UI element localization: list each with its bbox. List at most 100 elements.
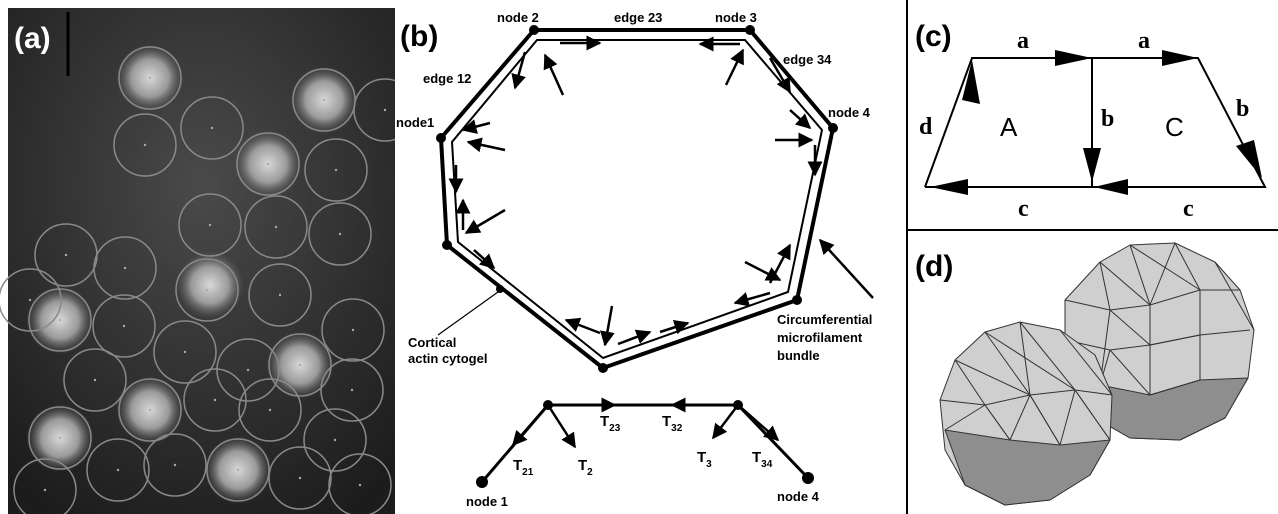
edge-c-right-label: c [1183, 196, 1194, 222]
panel-c: (c) a a b b d c c A C [908, 0, 1278, 230]
node-dot [745, 25, 755, 35]
cell-ring [118, 46, 182, 110]
cell-ring [206, 438, 270, 502]
node-dot [442, 240, 452, 250]
cortical-leader [437, 291, 499, 336]
panel-label-d: (d) [915, 250, 953, 283]
cell-center [334, 168, 338, 172]
cell-ring [28, 288, 92, 352]
edge-a-left-label: a [1017, 28, 1029, 54]
cell-center [266, 162, 270, 166]
node-dot [792, 295, 802, 305]
svg-text:T3: T3 [697, 449, 712, 470]
cell-center [274, 225, 278, 229]
svg-text:T34: T34 [752, 449, 773, 470]
divider-horizontal [908, 229, 1278, 231]
cell-ring [268, 446, 332, 510]
cell-ring [118, 378, 182, 442]
cell-center [116, 468, 120, 472]
node-dot [828, 123, 838, 133]
cell-ring [304, 138, 368, 202]
cell-ring [143, 433, 207, 497]
cell-center [333, 438, 337, 442]
cell-center [322, 98, 326, 102]
edge-23-label: edge 23 [614, 10, 662, 25]
node-4-label: node 4 [828, 105, 871, 120]
edge-12-label: edge 12 [423, 71, 471, 86]
tension-arrows [512, 397, 780, 449]
cell-center [122, 324, 126, 328]
svg-text:T2: T2 [578, 457, 593, 478]
cell-ring [178, 193, 242, 257]
cell-ring [236, 132, 300, 196]
node-1-label: node1 [396, 115, 434, 130]
cell-center [213, 398, 217, 402]
bottom-node-1-label: node 1 [466, 494, 508, 509]
cell-center [64, 253, 68, 257]
cell-ring [93, 236, 157, 300]
cell-center [173, 463, 177, 467]
cell-center [43, 488, 47, 492]
cell-center [298, 476, 302, 480]
tension-labels: T21 T2 T23 T32 T3 T34 [513, 413, 773, 478]
svg-text:T23: T23 [600, 413, 621, 434]
cell-center [278, 293, 282, 297]
topology-labels: a a b b d c c [919, 28, 1249, 222]
force-arrows [448, 35, 874, 347]
cell-center [58, 318, 62, 322]
cell-center [246, 368, 250, 372]
cell-ring [28, 406, 92, 470]
panel-b: (b) [395, 0, 907, 514]
cell-ring [308, 202, 372, 266]
cell-center [93, 378, 97, 382]
circumferential-label-1: Circumferential [777, 312, 872, 327]
cell-center [123, 266, 127, 270]
cell-ring [320, 358, 384, 422]
node-dot [496, 285, 504, 293]
cell-center [268, 408, 272, 412]
topology-diagram: (c) a a b b d c c A C [915, 20, 1267, 222]
cell-center [351, 328, 355, 332]
cell-center [350, 388, 354, 392]
circumferential-bundle-outer [439, 28, 835, 370]
node-3-label: node 3 [715, 10, 757, 25]
cell-ring [92, 294, 156, 358]
edge-d-label: d [919, 114, 933, 140]
edge-b-mid-label: b [1101, 106, 1114, 132]
cell-ring [328, 453, 392, 514]
cell-ring [248, 263, 312, 327]
node-dot [529, 25, 539, 35]
cell-ring [153, 320, 217, 384]
cell-center [208, 223, 212, 227]
cell-ring [113, 113, 177, 177]
edge-b-right-label: b [1236, 96, 1249, 122]
node-2-label: node 2 [497, 10, 539, 25]
cortical-label-1: Cortical [408, 335, 456, 350]
panel-d: (d) [908, 230, 1278, 514]
micrograph: (a) [0, 8, 395, 514]
polyhedron-left [939, 321, 1113, 506]
cell-ring [321, 298, 385, 362]
cell-ring [180, 96, 244, 160]
cell-center [236, 468, 240, 472]
edge-a-right-label: a [1138, 28, 1150, 54]
cell-labels: A C [1000, 112, 1184, 142]
cell-ring [244, 195, 308, 259]
circumferential-bundle-inner [450, 39, 824, 360]
topology-arrows [930, 50, 1262, 195]
cell-center [148, 408, 152, 412]
panel-label-a: (a) [14, 22, 51, 55]
cell-rings [0, 44, 395, 514]
cell-ring [63, 348, 127, 412]
bottom-node-4-label: node 4 [777, 489, 820, 504]
cell-a-label: A [1000, 112, 1018, 142]
cell-ring [13, 458, 77, 514]
circumferential-label-2: microfilament [777, 330, 863, 345]
cell-ring [353, 78, 395, 142]
cell-center [298, 363, 302, 367]
edge-c-left-label: c [1018, 196, 1029, 222]
panel-label-c: (c) [915, 20, 952, 53]
cell-c-label: C [1165, 112, 1184, 142]
cell-center [205, 288, 209, 292]
cell-ring [0, 268, 62, 332]
